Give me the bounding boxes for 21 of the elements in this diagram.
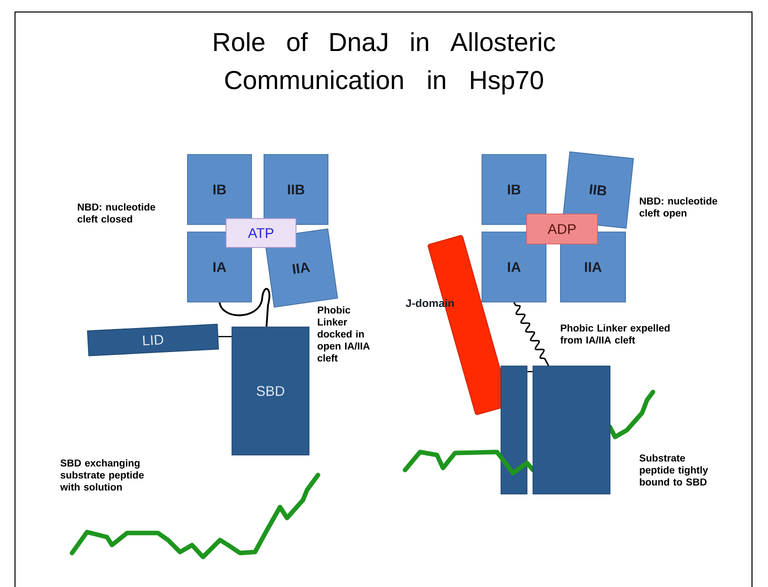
connector-line	[527, 371, 533, 372]
annotation-text: NBD: nucleotide cleft closed	[78, 203, 156, 223]
domain-block	[532, 366, 610, 494]
domain-block: IB	[187, 154, 252, 225]
nucleotide-box: ATP	[226, 218, 296, 248]
nucleotide-box: ADP	[526, 214, 598, 244]
annotation-text: SBD exchanging substrate peptide with solution	[60, 459, 144, 491]
lid-bar: LID	[87, 324, 219, 356]
annotation-text: NBD: nucleotide cleft open	[640, 197, 718, 219]
connector-line	[218, 336, 232, 338]
domain-block: SBD	[232, 326, 310, 456]
domain-block: IIB	[264, 154, 328, 225]
annotation-text: Substrate peptide tightly bound to SBD	[640, 454, 708, 486]
annotation-text: Phobic Linker docked in open IA/IIA cleft	[318, 306, 370, 362]
linker-line	[513, 302, 550, 366]
domain-block: IA	[482, 232, 546, 302]
title: Role of DnaJ in Allosteric Communication in Hsp70	[214, 32, 556, 94]
annotation-text: Phobic Linker expelled from IA/IIA cleft	[560, 324, 670, 344]
linker-line	[218, 288, 270, 327]
lid-bar	[500, 366, 528, 494]
domain-block: IB	[482, 154, 546, 225]
